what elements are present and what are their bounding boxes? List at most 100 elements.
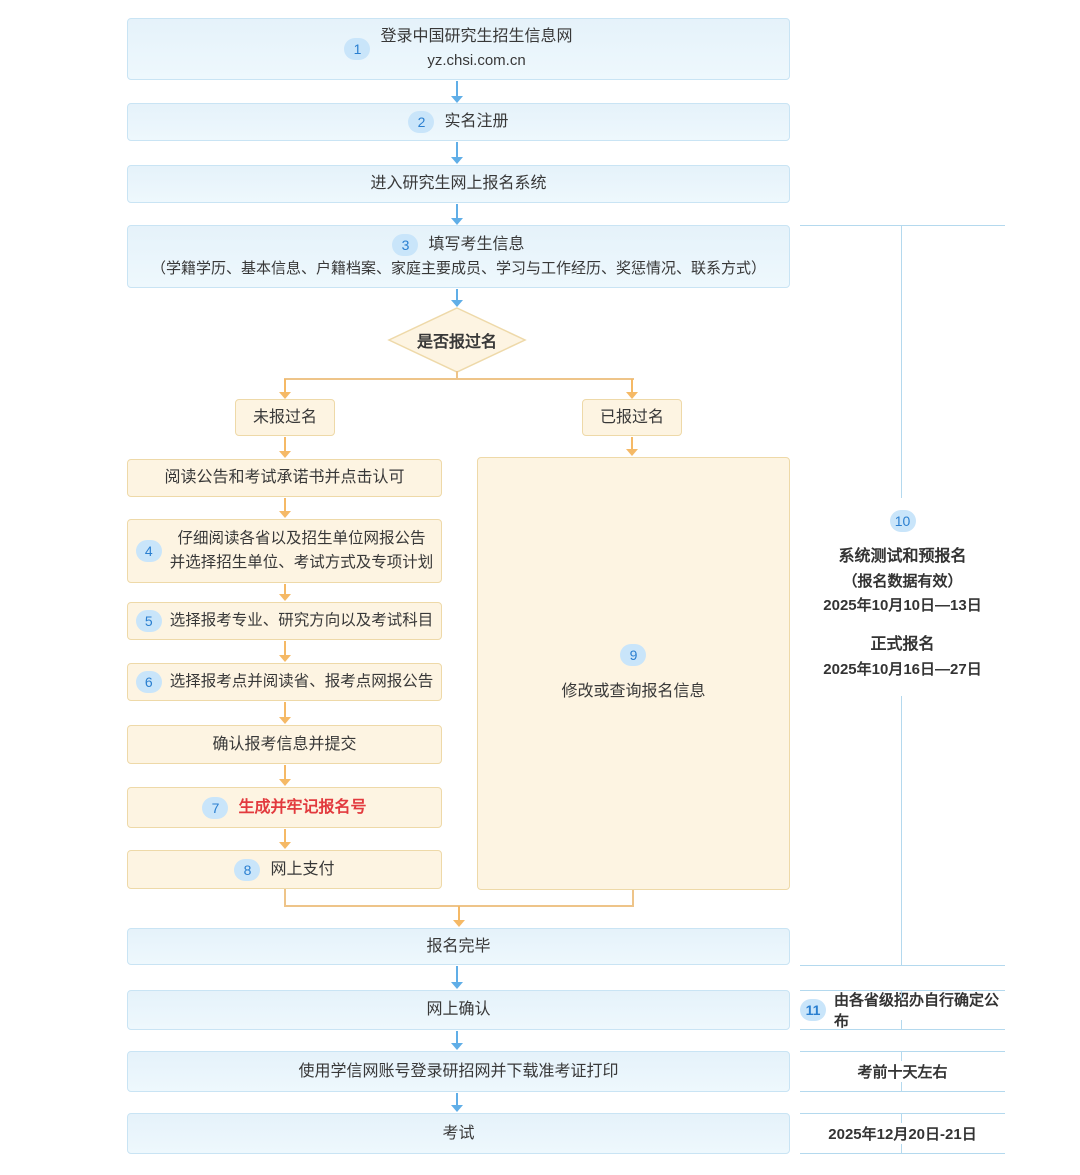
node-register: 2 实名注册 bbox=[127, 103, 790, 141]
bracket-tick bbox=[901, 1052, 902, 1061]
note10-phase2-date: 2025年10月16日—27日 bbox=[823, 661, 982, 678]
arrow-branchyes-modify bbox=[626, 437, 638, 456]
node-choose-major: 5 选择报考专业、研究方向以及考试科目 bbox=[127, 602, 442, 640]
node-finished-label: 报名完毕 bbox=[426, 937, 491, 955]
node-login-content: 1 登录中国研究生招生信息网 yz.chsi.com.cn bbox=[344, 25, 573, 73]
connector-branch-split bbox=[284, 378, 634, 380]
note10-phase1-date: 2025年10月10日—13日 bbox=[823, 597, 982, 614]
arrow-register-enter bbox=[451, 142, 463, 164]
node-pay-online-label: 网上支付 bbox=[270, 860, 335, 878]
node-download-ticket: 使用学信网账号登录研招网并下载准考证打印 bbox=[127, 1051, 790, 1092]
node-exam-label: 考试 bbox=[442, 1124, 475, 1142]
note10-bracket-line-top bbox=[901, 226, 902, 498]
node-fill-info: 3 填写考生信息 （学籍学历、基本信息、户籍档案、家庭主要成员、学习与工作经历、… bbox=[127, 225, 790, 288]
node-register-label: 实名注册 bbox=[444, 113, 509, 130]
node-generate-number: 7 生成并牢记报名号 bbox=[127, 787, 442, 828]
branch-registered-label: 已报过名 bbox=[599, 408, 664, 426]
note-ticket-label: 考前十天左右 bbox=[857, 1064, 948, 1081]
decision-diamond-label: 是否报过名 bbox=[416, 334, 497, 351]
node-login-url: yz.chsi.com.cn bbox=[427, 52, 526, 69]
arrow-fill-decision bbox=[451, 289, 463, 307]
node-read-province-line1: 仔细阅读各省以及招生单位网报公告 bbox=[177, 530, 426, 547]
node-download-ticket-label: 使用学信网账号登录研招网并下载准考证打印 bbox=[298, 1062, 619, 1080]
arrow-to-branch-yes bbox=[626, 379, 638, 399]
note10-phase1-title: 系统测试和预报名 bbox=[838, 548, 967, 565]
node-modify-query-content: 9 修改或查询报名信息 bbox=[561, 643, 706, 704]
node-read-province-text: 仔细阅读各省以及招生单位网报公告 并选择招生单位、考试方式及专项计划 bbox=[170, 527, 434, 575]
node-login: 1 登录中国研究生招生信息网 yz.chsi.com.cn bbox=[127, 18, 790, 80]
node-login-text: 登录中国研究生招生信息网 yz.chsi.com.cn bbox=[380, 25, 572, 73]
arrow-download-exam bbox=[451, 1093, 463, 1112]
node-modify-query-label: 修改或查询报名信息 bbox=[561, 682, 706, 700]
connector-pay-down bbox=[284, 889, 286, 907]
bracket-tick bbox=[901, 1144, 902, 1153]
node-read-notice: 阅读公告和考试承诺书并点击认可 bbox=[127, 459, 442, 497]
step-badge-8: 8 bbox=[234, 858, 261, 881]
step-badge-11: 11 bbox=[800, 999, 826, 1021]
node-login-line1: 登录中国研究生招生信息网 bbox=[380, 28, 573, 45]
bracket-tick bbox=[901, 1114, 902, 1123]
node-branch-registered: 已报过名 bbox=[582, 399, 682, 436]
node-fill-info-content: 3 填写考生信息 （学籍学历、基本信息、户籍档案、家庭主要成员、学习与工作经历、… bbox=[151, 233, 766, 281]
node-exam: 考试 bbox=[127, 1113, 790, 1154]
node-generate-number-content: 7 生成并牢记报名号 bbox=[202, 796, 367, 820]
step-badge-5: 5 bbox=[135, 610, 162, 632]
note10-content: 10 系统测试和预报名 （报名数据有效） 2025年10月10日—13日 正式报… bbox=[800, 510, 1005, 682]
step-badge-9: 9 bbox=[620, 643, 647, 666]
arrow-login-register bbox=[451, 81, 463, 103]
arrow-enter-fill bbox=[451, 204, 463, 225]
node-enter-system-label: 进入研究生网上报名系统 bbox=[370, 175, 547, 192]
node-confirm-submit: 确认报考信息并提交 bbox=[127, 725, 442, 764]
arrow-confirm-download bbox=[451, 1031, 463, 1050]
bracket-tick bbox=[901, 1020, 902, 1029]
note11-bracket: 11 由各省级招办自行确定公布 bbox=[800, 990, 1005, 1030]
note10-bracket: 10 系统测试和预报名 （报名数据有效） 2025年10月10日—13日 正式报… bbox=[800, 225, 1005, 966]
arrow-to-branch-no bbox=[279, 379, 291, 399]
step-badge-3: 3 bbox=[392, 233, 419, 256]
arrow-province-major bbox=[279, 584, 291, 601]
bracket-tick bbox=[901, 991, 902, 1000]
node-choose-site-label: 选择报考点并阅读省、报考点网报公告 bbox=[169, 673, 434, 690]
node-read-province-line2: 并选择招生单位、考试方式及专项计划 bbox=[169, 554, 434, 571]
node-register-content: 2 实名注册 bbox=[408, 110, 509, 134]
node-choose-major-label: 选择报考专业、研究方向以及考试科目 bbox=[169, 612, 434, 629]
step-badge-2: 2 bbox=[408, 111, 435, 133]
arrow-merge-finished bbox=[453, 906, 465, 927]
note-exam-date-label: 2025年12月20日-21日 bbox=[828, 1126, 977, 1143]
arrow-finished-confirm bbox=[451, 966, 463, 989]
node-choose-major-content: 5 选择报考专业、研究方向以及考试科目 bbox=[135, 609, 434, 633]
arrow-site-confirm bbox=[279, 702, 291, 724]
node-read-province-content: 4 仔细阅读各省以及招生单位网报公告 并选择招生单位、考试方式及专项计划 bbox=[135, 527, 434, 575]
node-confirm-submit-label: 确认报考信息并提交 bbox=[212, 735, 357, 753]
step-badge-10: 10 bbox=[889, 510, 916, 532]
arrow-confirm-generate bbox=[279, 765, 291, 786]
node-fill-info-title-row: 3 填写考生信息 bbox=[392, 233, 525, 257]
node-fill-info-title: 填写考生信息 bbox=[428, 235, 525, 253]
arrow-read-province bbox=[279, 498, 291, 518]
node-choose-site-content: 6 选择报考点并阅读省、报考点网报公告 bbox=[135, 670, 434, 694]
note11-content: 11 由各省级招办自行确定公布 bbox=[800, 989, 1005, 1031]
arrow-major-site bbox=[279, 641, 291, 662]
arrow-branchno-read bbox=[279, 437, 291, 458]
node-finished: 报名完毕 bbox=[127, 928, 790, 965]
note-ticket-bracket: 考前十天左右 bbox=[800, 1051, 1005, 1092]
node-pay-online-content: 8 网上支付 bbox=[234, 858, 335, 882]
node-enter-system: 进入研究生网上报名系统 bbox=[127, 165, 790, 203]
step-badge-4: 4 bbox=[135, 540, 162, 562]
node-pay-online: 8 网上支付 bbox=[127, 850, 442, 889]
connector-decision-stem bbox=[456, 371, 458, 380]
step-badge-1: 1 bbox=[344, 38, 371, 60]
node-generate-number-label: 生成并牢记报名号 bbox=[238, 798, 367, 816]
node-fill-info-detail: （学籍学历、基本信息、户籍档案、家庭主要成员、学习与工作经历、奖惩情况、联系方式… bbox=[150, 259, 766, 277]
arrow-generate-pay bbox=[279, 829, 291, 849]
node-online-confirm-label: 网上确认 bbox=[426, 1001, 491, 1018]
node-branch-not-registered: 未报过名 bbox=[235, 399, 335, 436]
note10-bracket-line-bottom bbox=[901, 696, 902, 966]
step-badge-7: 7 bbox=[202, 796, 229, 819]
branch-not-registered-label: 未报过名 bbox=[252, 408, 317, 426]
node-choose-site: 6 选择报考点并阅读省、报考点网报公告 bbox=[127, 663, 442, 701]
note-exam-date-bracket: 2025年12月20日-21日 bbox=[800, 1113, 1005, 1154]
note10-phase2-title: 正式报名 bbox=[870, 636, 935, 653]
connector-modify-down bbox=[632, 890, 634, 907]
